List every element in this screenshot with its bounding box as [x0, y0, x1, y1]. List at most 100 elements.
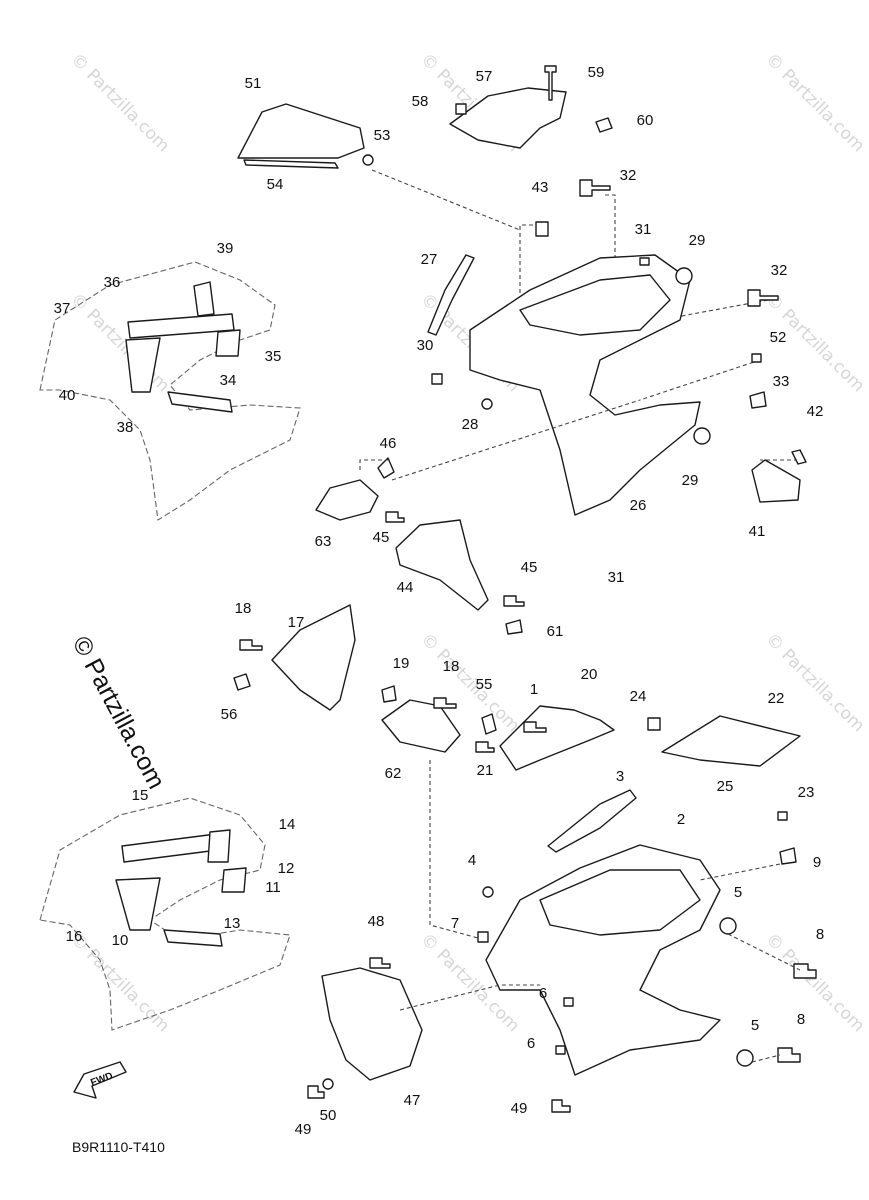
bolt-32b: [747, 289, 779, 307]
callout-59: 59: [588, 64, 605, 81]
bracket-41: [751, 459, 801, 503]
rivet-61: [505, 619, 523, 635]
callout-21: 21: [477, 762, 494, 779]
callout-45: 45: [521, 559, 538, 576]
callout-58: 58: [412, 93, 429, 110]
clip-46: [377, 457, 395, 479]
diagram-code: B9R1110-T410: [72, 1139, 165, 1155]
bolt-8b: [777, 1047, 801, 1063]
nut-23: [777, 811, 788, 821]
bolt-48: [369, 957, 391, 969]
callout-42: 42: [807, 403, 824, 420]
nut-6a: [563, 997, 574, 1007]
nut-52: [751, 353, 762, 363]
clip-43: [535, 221, 549, 237]
callout-13: 13: [224, 915, 241, 932]
fastener-33: [749, 391, 767, 409]
leader-dash: [605, 194, 616, 265]
grommet-29: [675, 267, 693, 285]
callout-26: 26: [630, 497, 647, 514]
ghost-cowling-upper: [39, 261, 301, 521]
callout-56: 56: [221, 706, 238, 723]
callout-12: 12: [278, 860, 295, 877]
grommet-5b: [736, 1049, 754, 1067]
callout-14: 14: [279, 816, 296, 833]
callout-54: 54: [267, 176, 284, 193]
nut-6b: [555, 1045, 566, 1055]
bracket-17: [271, 604, 356, 711]
callout-62: 62: [385, 765, 402, 782]
leader-dash: [359, 459, 388, 470]
callout-35: 35: [265, 348, 282, 365]
panel-35: [215, 329, 241, 357]
callout-43: 43: [532, 179, 549, 196]
washer-50: [322, 1078, 334, 1090]
panel-14: [207, 829, 231, 863]
duct-27: [427, 254, 475, 336]
grommet-5a: [719, 917, 737, 935]
strip-3: [547, 789, 637, 853]
screw-21: [475, 741, 495, 753]
callout-40: 40: [59, 387, 76, 404]
callout-55: 55: [476, 676, 493, 693]
callout-11: 11: [265, 879, 281, 896]
fastener-9: [779, 847, 797, 865]
callout-27: 27: [421, 251, 438, 268]
fwd-arrow: FWD: [73, 1061, 127, 1099]
clip-55: [481, 713, 497, 735]
callout-52: 52: [770, 329, 787, 346]
callout-49: 49: [511, 1100, 528, 1117]
panel-10: [115, 877, 161, 931]
grommet-29b: [693, 427, 711, 445]
callout-39: 39: [217, 240, 234, 257]
watermark: © Partzilla.com: [761, 629, 868, 736]
callout-25: 25: [717, 778, 734, 795]
panel-15: [121, 833, 219, 863]
clip-30: [431, 373, 443, 385]
callout-1: 1: [530, 681, 538, 698]
panel-40: [125, 337, 161, 393]
callout-6: 6: [527, 1035, 535, 1052]
watermark: © Partzilla.com: [761, 49, 868, 156]
callout-45: 45: [373, 529, 390, 546]
inner-panel-47: [321, 967, 423, 1081]
grommet-53: [362, 154, 374, 166]
callout-8: 8: [797, 1011, 805, 1028]
callout-19: 19: [393, 655, 410, 672]
side-cowling-26-inner: [519, 274, 671, 336]
strip-54: [243, 159, 339, 169]
leader-dash: [639, 359, 761, 401]
callout-29: 29: [689, 232, 706, 249]
panel-51: [237, 103, 365, 159]
callout-61: 61: [547, 623, 564, 640]
clip-7: [477, 931, 489, 943]
bolt-42: [791, 449, 807, 465]
callout-53: 53: [374, 127, 391, 144]
callout-37: 37: [54, 300, 71, 317]
partzilla-watermark: © Partzilla.com: [67, 632, 171, 794]
callout-28: 28: [462, 416, 479, 433]
callout-60: 60: [637, 112, 654, 129]
callout-32: 32: [771, 262, 788, 279]
callout-30: 30: [417, 337, 434, 354]
nut-58: [455, 103, 467, 115]
callout-5: 5: [734, 884, 742, 901]
callout-32: 32: [620, 167, 637, 184]
callout-36: 36: [104, 274, 121, 291]
callout-17: 17: [288, 614, 305, 631]
bolt-45b: [503, 595, 525, 607]
callout-23: 23: [798, 784, 815, 801]
callout-18: 18: [235, 600, 252, 617]
callout-24: 24: [630, 688, 647, 705]
bolt-8a: [793, 963, 817, 979]
bracket-62: [381, 699, 461, 753]
screw-24: [647, 717, 661, 731]
callout-63: 63: [315, 533, 332, 550]
bolt-49b: [551, 1099, 571, 1113]
callout-4: 4: [468, 852, 476, 869]
callout-29: 29: [682, 472, 699, 489]
strip-38: [167, 391, 233, 413]
strip-13: [163, 929, 223, 947]
callout-47: 47: [404, 1092, 421, 1109]
